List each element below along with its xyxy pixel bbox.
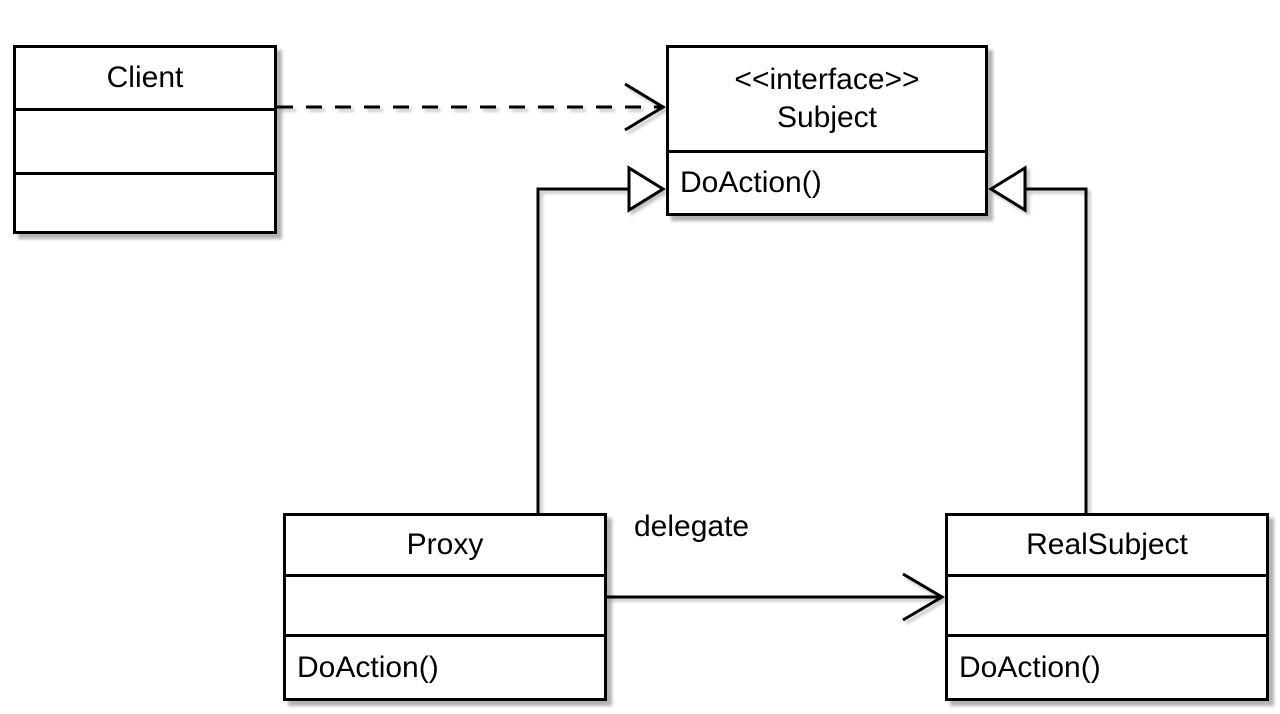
open-arrowhead-icon: [902, 572, 945, 622]
class-client-methods: [16, 172, 274, 231]
class-realsubject-attributes: [948, 574, 1266, 634]
open-arrowhead-icon: [624, 82, 666, 132]
class-subject-name: Subject: [776, 101, 878, 134]
class-subject-method: DoAction(): [669, 150, 985, 213]
class-client-name: Client: [106, 61, 184, 94]
realization-proxy-subject-line: [536, 187, 628, 513]
class-proxy-method: DoAction(): [286, 634, 604, 698]
class-subject-header: <<interface>> Subject: [669, 48, 985, 150]
class-realsubject-method: DoAction(): [948, 634, 1266, 698]
class-box-proxy: Proxy DoAction(): [283, 513, 607, 701]
class-realsubject-name: RealSubject: [1026, 528, 1188, 561]
class-proxy-name: Proxy: [406, 528, 484, 561]
realization-realsubject-subject-line: [1026, 187, 1088, 513]
delegate-edge-label: delegate: [634, 510, 750, 543]
class-box-subject: <<interface>> Subject DoAction(): [666, 45, 988, 216]
class-subject-stereotype: <<interface>>: [734, 63, 920, 96]
hollow-triangle-arrowhead-icon: [627, 165, 666, 213]
class-box-client: Client: [13, 45, 277, 234]
class-client-attributes: [16, 108, 274, 172]
hollow-triangle-arrowhead-icon: [988, 165, 1027, 213]
class-proxy-attributes: [286, 574, 604, 634]
class-box-realsubject: RealSubject DoAction(): [945, 513, 1269, 701]
